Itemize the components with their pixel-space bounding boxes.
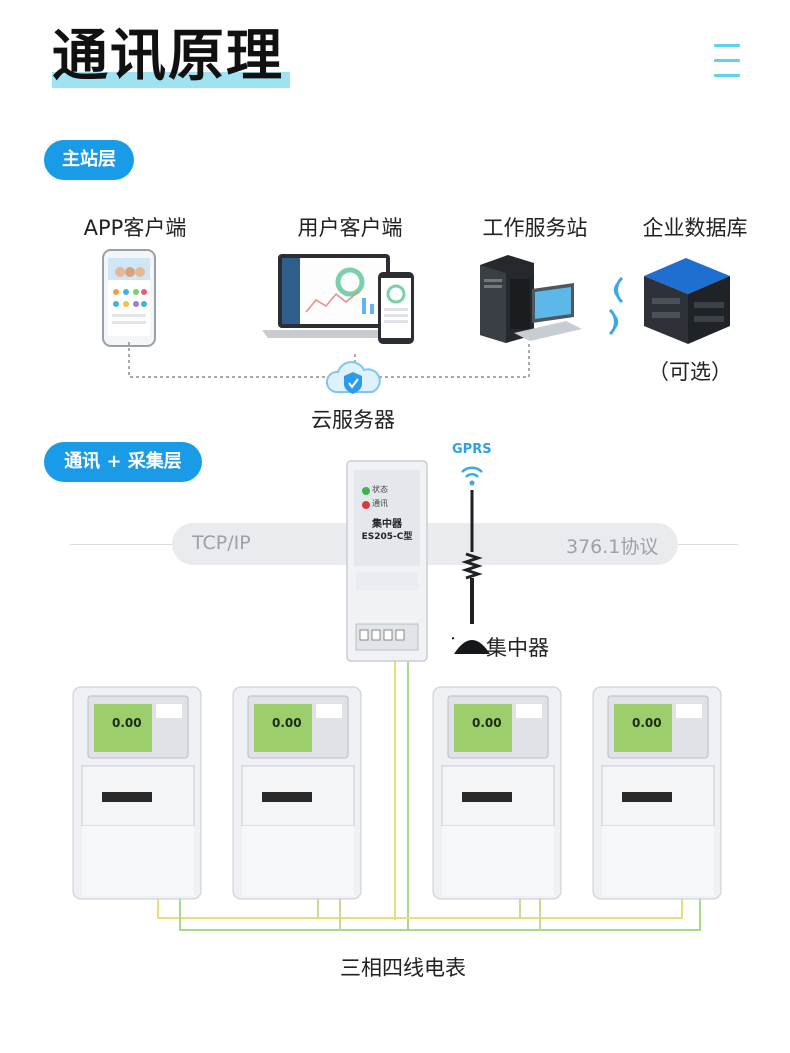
meter-2-display: 0.00 <box>272 716 302 730</box>
cloud-server-icon <box>326 361 381 394</box>
gprs-antenna-icon <box>452 466 490 654</box>
laptop-icon <box>262 254 414 344</box>
electric-meter-4 <box>592 686 722 900</box>
concentrator-device <box>346 460 428 662</box>
smartphone-icon <box>102 249 156 347</box>
page-title: 通讯原理 <box>52 24 284 89</box>
concentrator-panel-title: 集中器 <box>372 519 402 530</box>
database-server-icon <box>644 258 730 344</box>
protocol-line-right <box>678 544 738 545</box>
concentrator-status-2: 通讯 <box>372 499 388 508</box>
electric-meter-2 <box>232 686 362 900</box>
electric-meter-1 <box>72 686 202 900</box>
workstation-server-icon <box>480 255 582 343</box>
electric-meter-3 <box>432 686 562 900</box>
meter-4-display: 0.00 <box>632 716 662 730</box>
node-label-server: 工作服务站 <box>482 216 588 240</box>
node-label-pc: 用户客户端 <box>297 216 403 240</box>
concentrator-label: 集中器 <box>486 636 549 660</box>
optional-note: （可选） <box>648 360 732 384</box>
cloud-connection-lines <box>128 342 530 378</box>
wireless-signal-icon <box>608 276 624 336</box>
meter-1-display: 0.00 <box>112 716 142 730</box>
gprs-label: GPRS <box>452 442 492 457</box>
concentrator-status-1: 状态 <box>372 485 388 494</box>
node-label-database: 企业数据库 <box>642 216 748 240</box>
master-layer-badge: 主站层 <box>44 140 134 180</box>
protocol-376: 376.1协议 <box>566 536 659 558</box>
protocol-line-left <box>70 544 172 545</box>
protocol-tcpip: TCP/IP <box>192 532 251 554</box>
concentrator-panel-model: ES205-C型 <box>361 532 413 542</box>
node-label-app: APP客户端 <box>83 216 187 240</box>
meters-label: 三相四线电表 <box>340 956 466 980</box>
title-underline <box>52 72 290 88</box>
meter-3-display: 0.00 <box>472 716 502 730</box>
menu-icon[interactable] <box>714 44 740 78</box>
cloud-server-label: 云服务器 <box>311 408 395 432</box>
comm-layer-badge: 通讯 + 采集层 <box>44 442 202 482</box>
